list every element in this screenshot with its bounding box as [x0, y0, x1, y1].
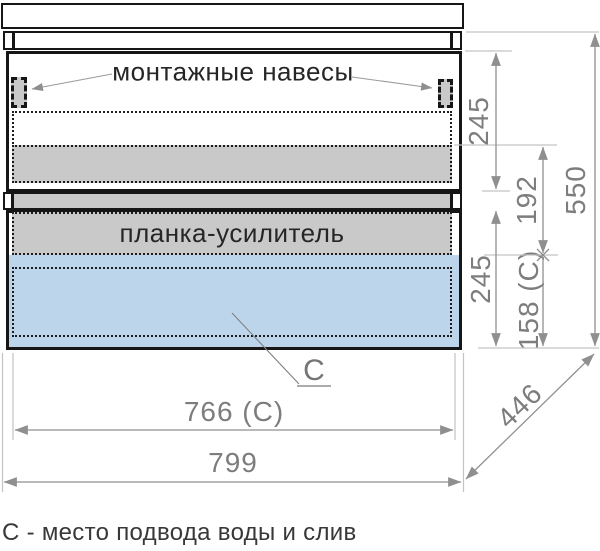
middle-rail-panel [12, 192, 452, 210]
right-side-panel-middle [451, 192, 462, 210]
dim-depth: 446 [491, 377, 549, 435]
drawing-caption: С - место подвода воды и слив [2, 519, 357, 546]
dim-gap-height: 192 [511, 175, 542, 225]
reinforcement-bar-label: планка-усилитель [119, 218, 345, 248]
countertop-panel [1, 3, 464, 29]
left-mounting-hanger [11, 77, 27, 108]
dim-upper-drawer-height: 245 [463, 96, 494, 146]
dim-c-zone-height: 158 (С) [513, 249, 544, 351]
right-side-panel-top [451, 31, 462, 50]
dim-inner-width: 766 (С) [183, 396, 285, 427]
c-zone-dotted-outline [12, 267, 452, 337]
dim-total-height: 550 [560, 165, 591, 215]
c-marker-label: С [303, 354, 325, 387]
top-rail-panel [13, 31, 452, 50]
dim-lower-drawer-height: 245 [465, 254, 496, 304]
dim-total-width: 799 [208, 447, 258, 478]
mounting-hangers-label: монтажные навесы [112, 56, 354, 87]
reinforcement-bar: планка-усилитель [12, 212, 452, 255]
right-mounting-hanger [438, 79, 453, 108]
upper-back-rail [12, 145, 452, 183]
